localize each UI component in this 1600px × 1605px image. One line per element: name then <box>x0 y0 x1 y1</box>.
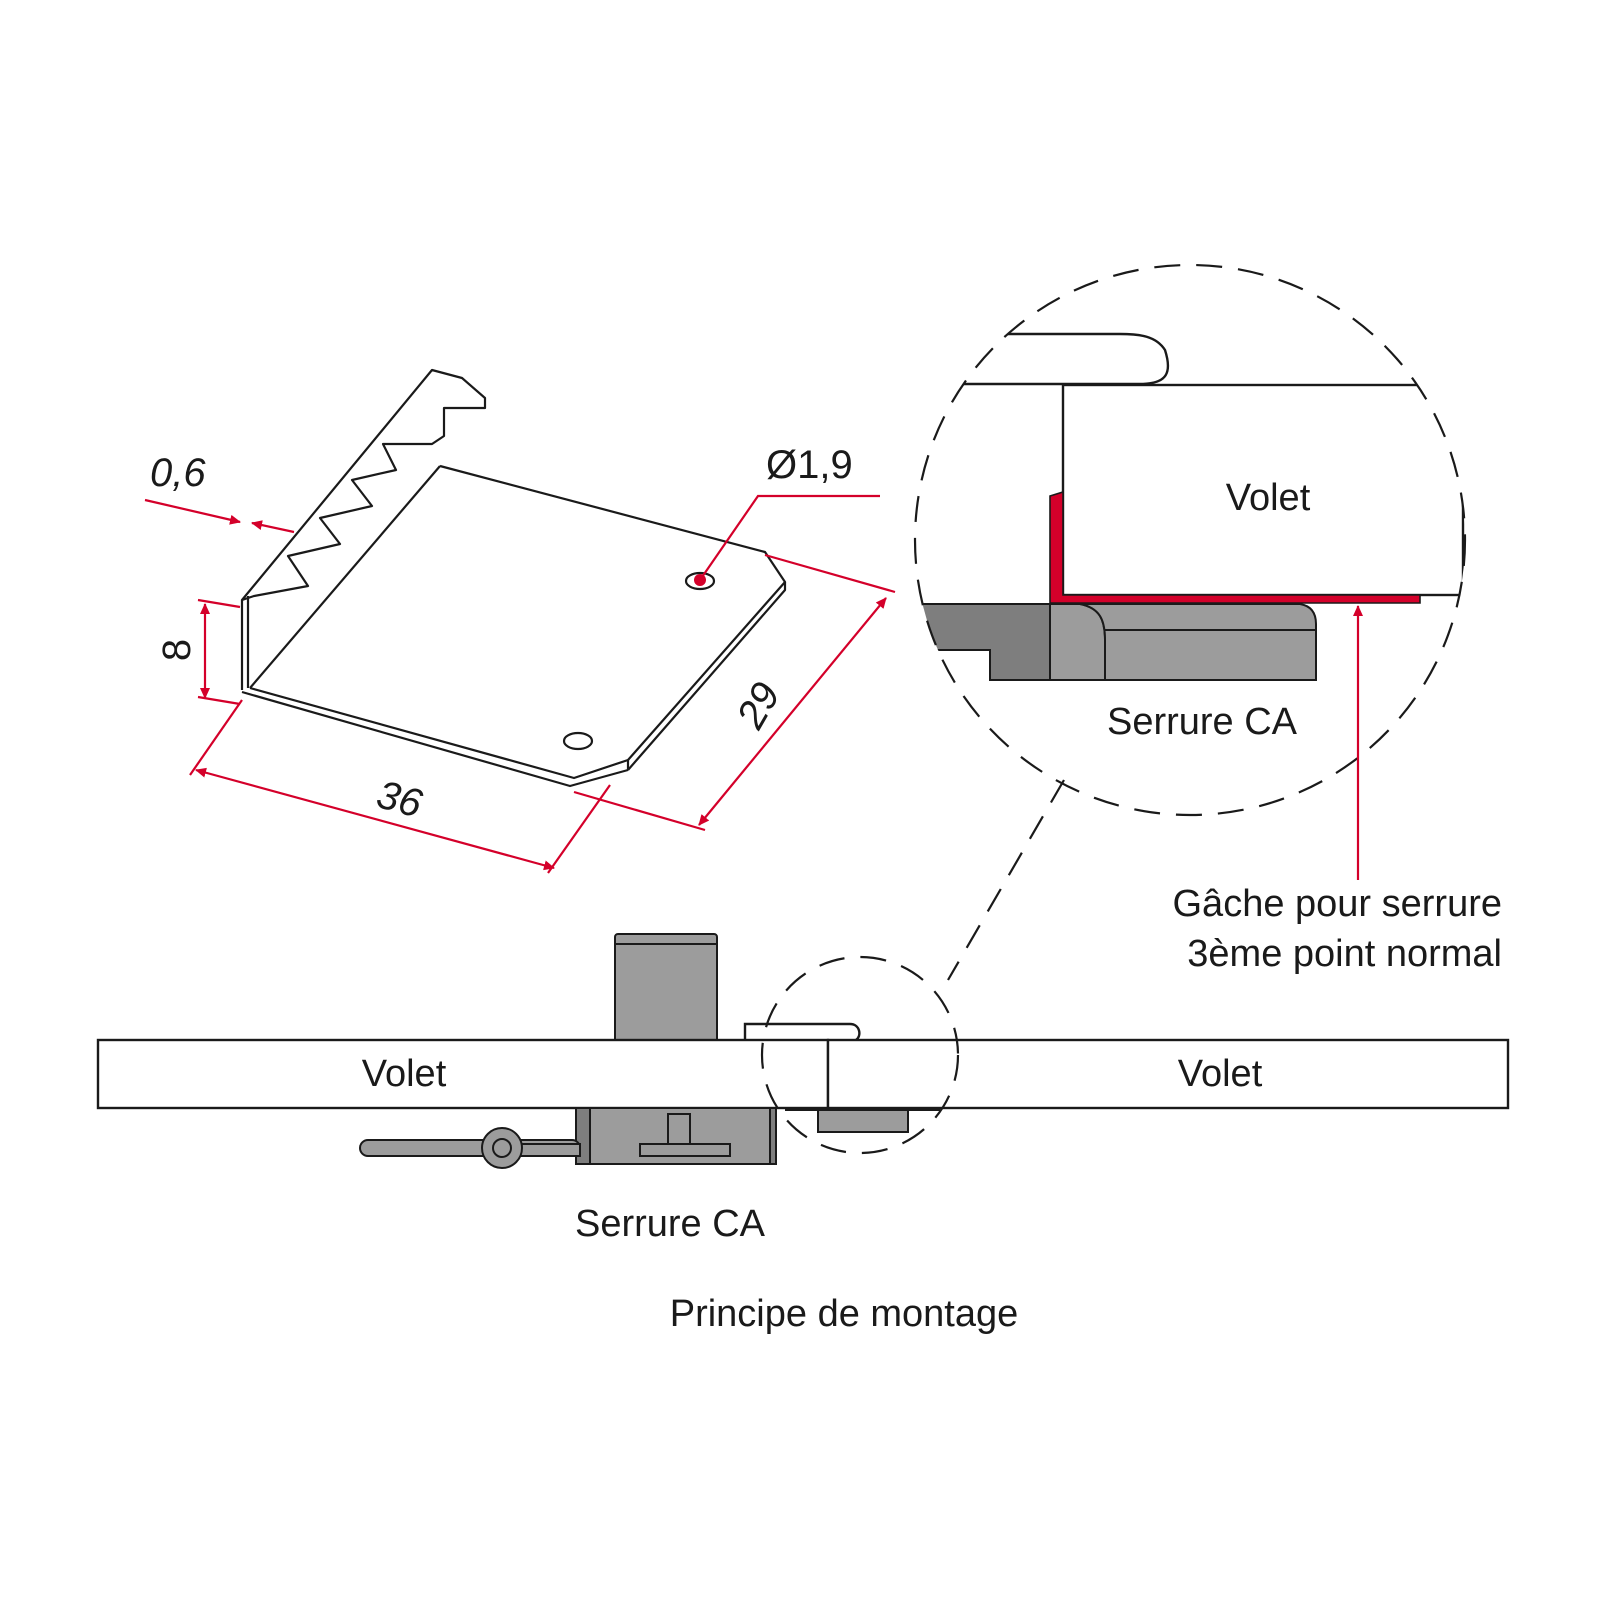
hole-leader <box>699 494 880 581</box>
thickness-arrow <box>251 520 295 534</box>
flange-inner-edge <box>249 465 441 689</box>
detail-frame-top <box>915 332 1170 391</box>
thickness-leader <box>144 498 241 525</box>
assembly-volet-left-label: Volet <box>362 1053 447 1095</box>
dimension-lines <box>144 494 896 874</box>
assembly-detail-circle <box>760 955 960 1155</box>
upper-hole <box>684 571 716 591</box>
assembly-volet-right <box>826 1038 1510 1110</box>
strike-label-line1: Gâche pour serrure <box>1173 883 1503 925</box>
length-ext-left <box>189 699 243 776</box>
width-dim-line <box>698 597 887 826</box>
height-ext-bottom <box>197 695 241 706</box>
dim-thickness: 0,6 <box>150 451 206 495</box>
strike-flange <box>240 368 487 602</box>
assembly-rod-clamp <box>519 1143 581 1157</box>
strike-label-line2: 3ème point normal <box>1187 933 1502 975</box>
height-ext-top <box>197 598 241 609</box>
width-ext-top <box>764 553 896 594</box>
assembly-knob-center <box>492 1138 512 1158</box>
assembly-lock-label: Serrure CA <box>575 1203 766 1245</box>
assembly-lock-stem <box>667 1113 691 1145</box>
detail-lock-bolt-curve <box>1049 603 1106 681</box>
detail-circle <box>913 263 1467 817</box>
assembly-volet-right-label: Volet <box>1178 1053 1263 1095</box>
assembly-view: Volet Volet Serrure CA <box>96 933 1510 1245</box>
detail-view: Volet Serrure CA Gâche pour serrure 3ème… <box>913 263 1503 981</box>
caption: Principe de montage <box>670 1293 1019 1335</box>
dim-length: 36 <box>372 772 427 826</box>
assembly-volet-left <box>96 1038 830 1110</box>
detail-volet-label: Volet <box>1226 477 1311 519</box>
plate-right-edge <box>627 582 787 771</box>
strike-plate-bottom-edge <box>241 690 629 788</box>
strike-plate-outline <box>249 464 787 780</box>
assembly-bracket <box>743 1022 861 1041</box>
lower-hole <box>562 731 594 751</box>
detail-connector <box>947 779 1065 981</box>
dim-hole-diameter: Ø1,9 <box>766 443 853 487</box>
assembly-strike-bolt <box>817 1107 909 1133</box>
strike-plate-drawing <box>240 368 787 788</box>
assembly-lock-bar <box>639 1143 731 1157</box>
width-ext-bottom <box>573 790 706 832</box>
detail-lock-label: Serrure CA <box>1107 701 1298 743</box>
detail-lock-bolt <box>1079 603 1317 681</box>
lock-cylinder <box>614 933 718 1043</box>
length-ext-right <box>547 784 611 874</box>
length-dim-line <box>195 767 555 871</box>
dim-height: 8 <box>155 639 199 661</box>
detail-lock-body-left <box>915 603 1051 681</box>
